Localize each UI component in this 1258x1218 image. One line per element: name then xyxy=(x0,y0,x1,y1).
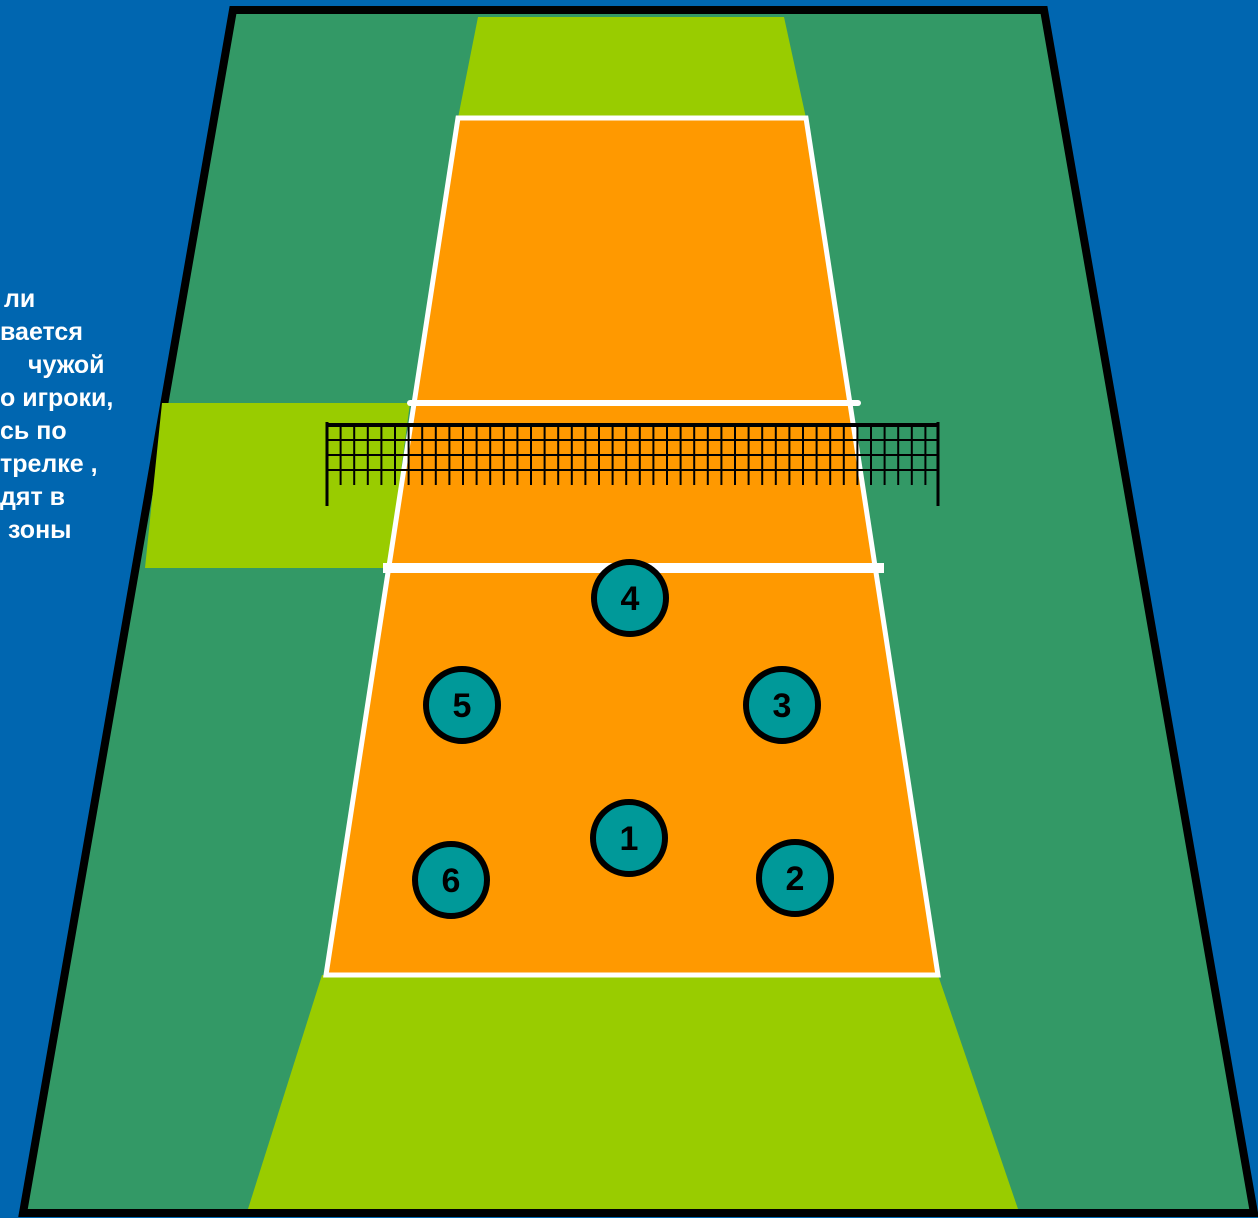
player-position-4: 4 xyxy=(594,562,666,634)
player-position-3: 3 xyxy=(746,669,818,741)
player-number: 1 xyxy=(620,820,639,858)
player-number: 3 xyxy=(773,687,792,725)
side-free-zone xyxy=(145,403,410,568)
player-number: 4 xyxy=(621,580,640,618)
player-position-1: 1 xyxy=(593,802,665,874)
player-number: 6 xyxy=(442,862,461,900)
player-number: 5 xyxy=(453,687,472,725)
player-number: 2 xyxy=(786,860,805,898)
near-free-zone xyxy=(248,975,1018,1209)
player-position-5: 5 xyxy=(426,669,498,741)
far-free-zone xyxy=(458,17,806,118)
player-position-6: 6 xyxy=(415,844,487,916)
player-position-2: 2 xyxy=(759,842,831,914)
